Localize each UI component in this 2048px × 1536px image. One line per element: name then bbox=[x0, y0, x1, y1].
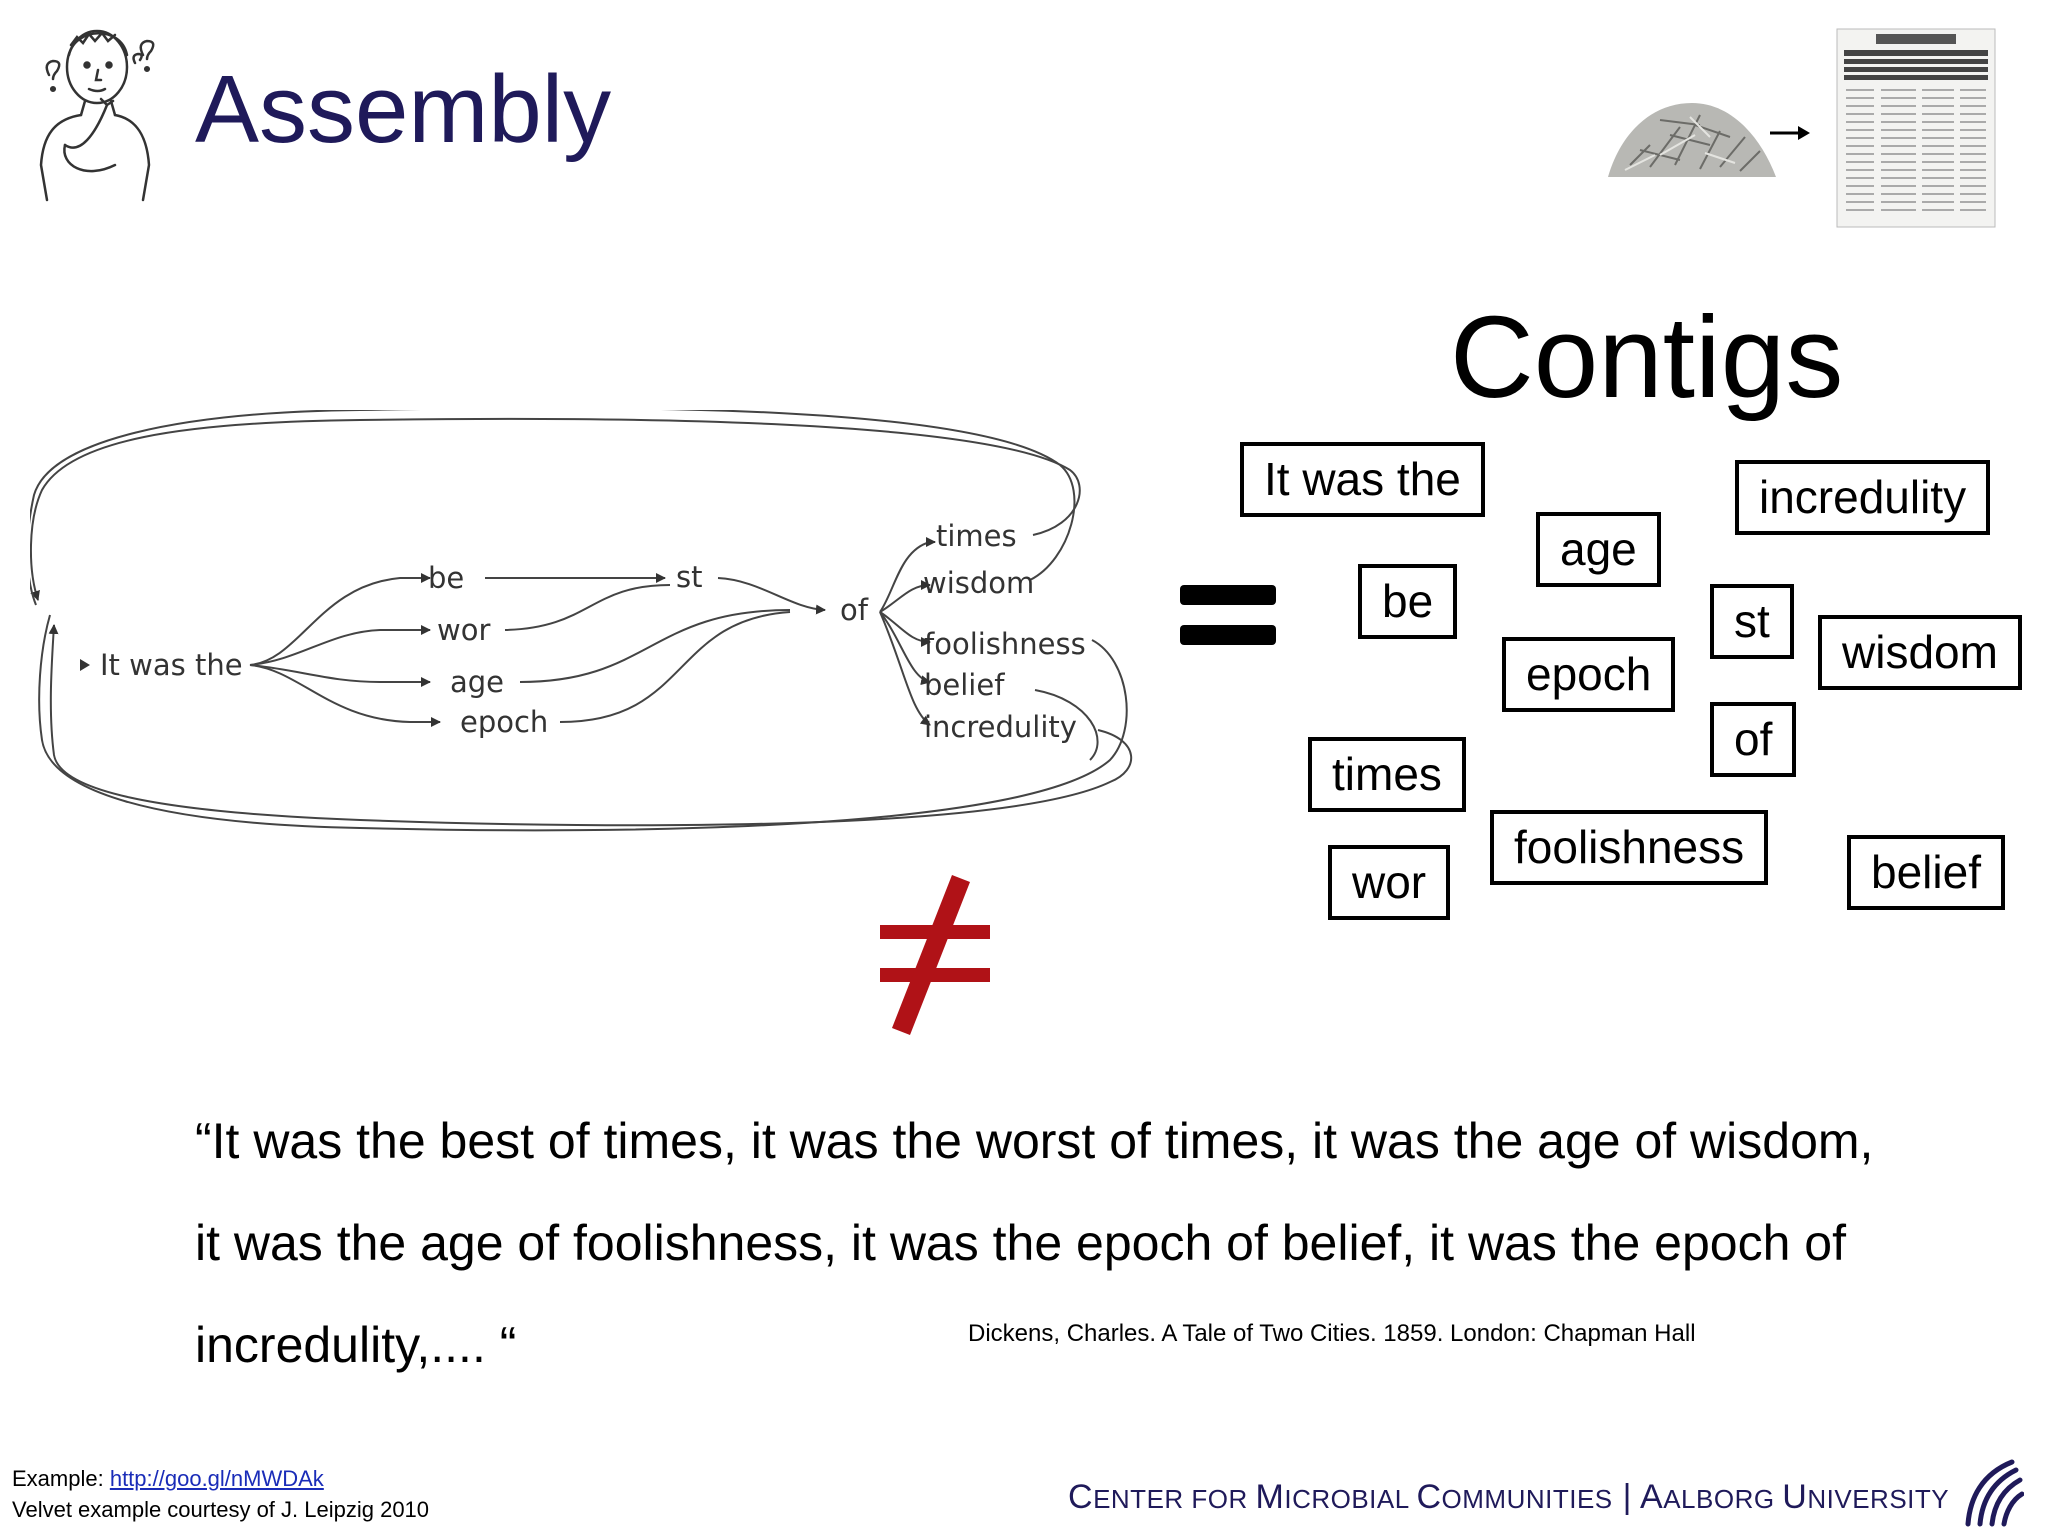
contig-times: times bbox=[1308, 737, 1466, 813]
graph-node-of: of bbox=[840, 593, 869, 627]
newspaper-icon bbox=[1836, 28, 1996, 228]
graph-node-epoch: epoch bbox=[460, 705, 548, 739]
brand-r1: ENTER FOR bbox=[1093, 1484, 1256, 1514]
arrow-right-icon bbox=[1770, 126, 1810, 140]
contig-wisdom: wisdom bbox=[1818, 615, 2022, 691]
graph-edge-st-of bbox=[717, 577, 826, 615]
contig-st: st bbox=[1710, 584, 1794, 660]
graph-edge-wor-st bbox=[504, 584, 671, 631]
contig-foolishness: foolishness bbox=[1490, 810, 1769, 886]
contig-be: be bbox=[1358, 564, 1458, 640]
graph-edge-start-age bbox=[249, 664, 431, 687]
example-label: Example: bbox=[12, 1466, 110, 1491]
shredded-paper-icon bbox=[1608, 103, 1776, 177]
contig-it-was-the: It was the bbox=[1240, 442, 1485, 518]
brand-c4: A bbox=[1640, 1478, 1664, 1516]
graph-node-start: It was the bbox=[100, 648, 243, 682]
graph-edge-start-wor bbox=[249, 625, 431, 666]
graph-edge-start-epoch bbox=[249, 664, 441, 727]
brand-separator: | bbox=[1612, 1478, 1641, 1516]
dickens-quote: “It was the best of times, it was the wo… bbox=[195, 1113, 1874, 1373]
graph-node-wisdom: wisdom bbox=[923, 566, 1034, 600]
brand-r3: OMMUNITIES bbox=[1441, 1484, 1613, 1514]
brand-c5: U bbox=[1782, 1478, 1808, 1516]
graph-loop-times bbox=[30, 417, 1081, 601]
contig-wor: wor bbox=[1328, 845, 1451, 921]
graph-loop-incredulity bbox=[48, 624, 1133, 827]
assembly-graph: It was the be wor age epoch st of times … bbox=[30, 410, 1133, 832]
contig-age: age bbox=[1536, 512, 1661, 588]
graph-edge-epoch-of bbox=[559, 611, 791, 723]
graph-node-belief: belief bbox=[924, 668, 1005, 702]
aau-logo-icon bbox=[1965, 1459, 2024, 1527]
quote-citation: Dickens, Charles. A Tale of Two Cities. … bbox=[968, 1320, 1696, 1347]
thinking-person-icon bbox=[39, 29, 155, 202]
brand-c3: C bbox=[1416, 1478, 1442, 1516]
graph-loop-wisdom bbox=[30, 410, 1076, 606]
graph-edge-age-of bbox=[519, 609, 791, 683]
footer-credit: Velvet example courtesy of J. Leipzig 20… bbox=[12, 1497, 430, 1522]
graph-node-age: age bbox=[450, 665, 504, 699]
footer-example: Example: http://goo.gl/nMWDAk Velvet exa… bbox=[12, 1463, 429, 1525]
contig-belief: belief bbox=[1847, 835, 2005, 911]
page-title: Assembly bbox=[195, 56, 612, 163]
graph-node-foolishness: foolishness bbox=[924, 627, 1086, 661]
graph-node-st: st bbox=[676, 560, 702, 594]
example-link[interactable]: http://goo.gl/nMWDAk bbox=[109, 1466, 324, 1491]
footer-brand: CENTER FOR MICROBIAL COMMUNITIES | AALBO… bbox=[1068, 1478, 1949, 1517]
graph-edge-start-be bbox=[249, 573, 431, 666]
contig-epoch: epoch bbox=[1502, 637, 1676, 713]
graph-node-be: be bbox=[428, 561, 464, 595]
equals-sign bbox=[1180, 575, 1276, 655]
brand-r2: ICROBIAL bbox=[1284, 1484, 1417, 1514]
graph-node-incredulity: incredulity bbox=[924, 710, 1077, 744]
contig-incredulity: incredulity bbox=[1735, 460, 1991, 536]
not-equal-sign bbox=[880, 875, 990, 1035]
graph-node-times: times bbox=[936, 519, 1017, 553]
brand-r5: NIVERSITY bbox=[1807, 1484, 1950, 1514]
graph-node-wor: wor bbox=[437, 613, 490, 647]
brand-r4: ALBORG bbox=[1663, 1484, 1783, 1514]
contigs-heading: Contigs bbox=[1450, 292, 1844, 422]
contig-of: of bbox=[1710, 702, 1797, 778]
brand-c1: C bbox=[1068, 1478, 1094, 1516]
brand-c2: M bbox=[1255, 1478, 1285, 1516]
graph-loop-foolishness bbox=[38, 614, 1128, 832]
